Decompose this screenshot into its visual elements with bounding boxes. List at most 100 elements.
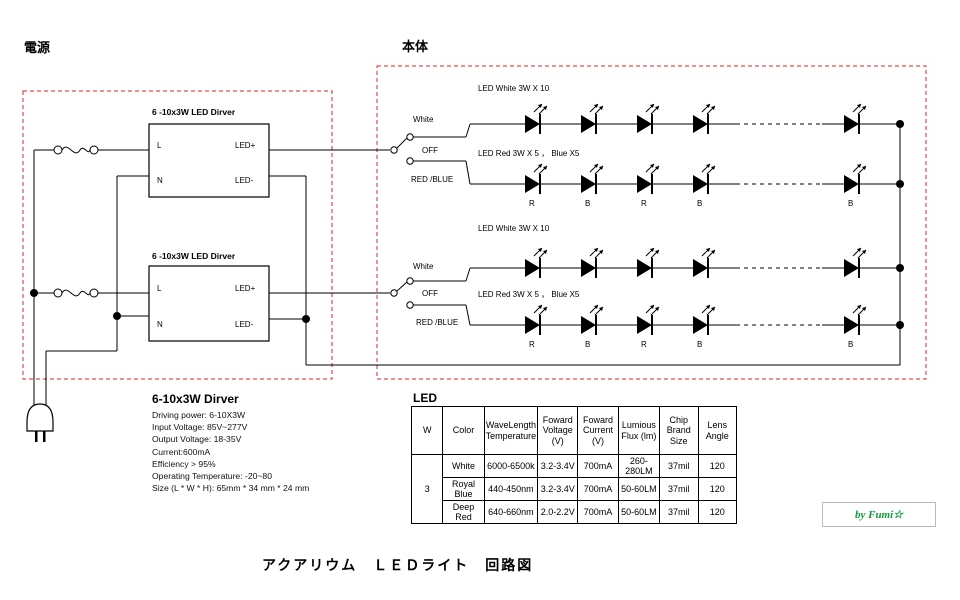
led-diode-icon bbox=[693, 247, 716, 278]
switch-1-redblue-label: RED /BLUE bbox=[411, 175, 453, 184]
color-cell: White bbox=[442, 454, 485, 478]
switch-lead bbox=[465, 123, 471, 138]
flux-cell: 50-60LM bbox=[617, 500, 661, 524]
led-diode-icon bbox=[525, 304, 548, 335]
color-cell: Royal Blue bbox=[442, 477, 485, 501]
led-diode-icon bbox=[637, 163, 660, 194]
body-region-box bbox=[376, 65, 927, 380]
color-cell: Deep Red bbox=[442, 500, 485, 524]
driver-1-pin-ledplus: LED+ bbox=[235, 141, 256, 150]
led-diode-icon bbox=[844, 163, 867, 194]
string-1-label: LED White 3W X 10 bbox=[478, 84, 550, 93]
header-cell: W bbox=[410, 406, 444, 455]
chip-cell: 37mil bbox=[659, 500, 699, 524]
wave-cell: 640-660nm bbox=[483, 500, 539, 524]
led-diode-icon bbox=[581, 304, 604, 335]
flux-cell: 260-280LM bbox=[617, 454, 661, 478]
spec-line: Driving power: 6-10X3W bbox=[152, 410, 246, 420]
header-cell: Foward Current (V) bbox=[577, 406, 619, 455]
spec-title: 6-10x3W Dirver bbox=[152, 392, 239, 406]
flux-cell: 50-60LM bbox=[617, 477, 661, 501]
led-diode-icon bbox=[525, 163, 548, 194]
driver-2-pin-ledplus: LED+ bbox=[235, 284, 256, 293]
led-diode-icon bbox=[844, 103, 867, 134]
junction-dot bbox=[896, 321, 904, 329]
string-2-label: LED Red 3W X 5 ， Blue X5 bbox=[478, 149, 580, 158]
led-diode-icon bbox=[844, 247, 867, 278]
led-color-label: R bbox=[641, 340, 647, 349]
signature-box: by Fumi☆ bbox=[822, 502, 936, 527]
fuse-1 bbox=[53, 145, 99, 155]
wave-cell: 440-450nm bbox=[483, 477, 539, 501]
junction-dot bbox=[896, 120, 904, 128]
header-cell: Chip Brand Size bbox=[659, 406, 699, 455]
table-row: 3 White 6000-6500k 3.2-3.4V 700mA 260-28… bbox=[410, 454, 738, 524]
led-diode-icon bbox=[637, 304, 660, 335]
header-cell: WaveLength Temperature bbox=[483, 406, 539, 455]
voltage-cell: 2.0-2.2V bbox=[537, 500, 579, 524]
switch-lead bbox=[465, 304, 471, 326]
junction-dot bbox=[896, 180, 904, 188]
driver-2-box bbox=[148, 265, 270, 342]
led-diode-icon bbox=[844, 304, 867, 335]
led-diode-icon bbox=[693, 163, 716, 194]
junction-dot bbox=[113, 312, 121, 320]
led-diode-icon bbox=[637, 247, 660, 278]
switch-2-off-label: OFF bbox=[422, 289, 438, 298]
lens-cell: 120 bbox=[697, 500, 738, 524]
led-diode-icon bbox=[693, 103, 716, 134]
junction-dot bbox=[302, 315, 310, 323]
string-3-label: LED White 3W X 10 bbox=[478, 224, 550, 233]
string-4-label: LED Red 3W X 5 ， Blue X5 bbox=[478, 290, 580, 299]
driver-1-title: 6 -10x3W LED Dirver bbox=[152, 107, 236, 117]
table-row: Royal Blue 440-450nm 3.2-3.4V 700mA 50-6… bbox=[412, 477, 738, 501]
table-row: Deep Red 640-660nm 2.0-2.2V 700mA 50-60L… bbox=[412, 500, 738, 524]
led-color-label: R bbox=[529, 199, 535, 208]
driver-2-title: 6 -10x3W LED Dirver bbox=[152, 251, 236, 261]
led-diode-icon bbox=[581, 103, 604, 134]
watt-cell: 3 bbox=[410, 454, 444, 524]
driver-2-pin-n: N bbox=[157, 320, 163, 329]
led-diode-icon bbox=[581, 163, 604, 194]
spec-line: Size (L * W * H): 65mm * 34 mm * 24 mm bbox=[152, 483, 310, 494]
selector-switch-2 bbox=[390, 277, 414, 309]
current-cell: 700mA bbox=[577, 500, 619, 524]
driver-2-pin-l: L bbox=[157, 284, 162, 293]
led-color-label: B bbox=[848, 199, 853, 208]
body-section-label: 本体 bbox=[402, 39, 429, 54]
led-diode-icon bbox=[525, 247, 548, 278]
junction-dot bbox=[30, 289, 38, 297]
current-cell: 700mA bbox=[577, 454, 619, 478]
driver-1-pin-ledminus: LED- bbox=[235, 176, 254, 185]
led-diode-icon bbox=[525, 103, 548, 134]
spec-line: Current:600mA bbox=[152, 446, 211, 457]
led-color-label: B bbox=[585, 340, 590, 349]
header-cell: Lens Angle bbox=[697, 406, 738, 455]
lens-cell: 120 bbox=[697, 454, 738, 478]
switch-lead bbox=[465, 267, 471, 282]
led-diode-icon bbox=[637, 103, 660, 134]
header-cell: Lumious Flux (lm) bbox=[617, 406, 661, 455]
voltage-cell: 3.2-3.4V bbox=[537, 454, 579, 478]
driver-1-pin-l: L bbox=[157, 141, 162, 150]
switch-1-off-label: OFF bbox=[422, 146, 438, 155]
led-color-label: R bbox=[529, 340, 535, 349]
led-color-label: B bbox=[697, 340, 702, 349]
selector-switch-1 bbox=[390, 133, 414, 165]
lens-cell: 120 bbox=[697, 477, 738, 501]
led-color-label: B bbox=[848, 340, 853, 349]
led-color-label: B bbox=[697, 199, 702, 208]
switch-2-redblue-label: RED /BLUE bbox=[416, 318, 458, 327]
driver-spec-block: 6-10x3W Dirver Driving power: 6-10X3W In… bbox=[152, 392, 309, 494]
header-cell: Foward Voltage (V) bbox=[537, 406, 579, 455]
chip-cell: 37mil bbox=[659, 454, 699, 478]
switch-2-white-label: White bbox=[413, 262, 434, 271]
led-diode-icon bbox=[693, 304, 716, 335]
spec-line: Efficiency > 95% bbox=[152, 458, 216, 469]
led-table-title: LED bbox=[413, 391, 437, 405]
mains-wiring bbox=[33, 126, 901, 410]
switch-1-white-label: White bbox=[413, 115, 434, 124]
